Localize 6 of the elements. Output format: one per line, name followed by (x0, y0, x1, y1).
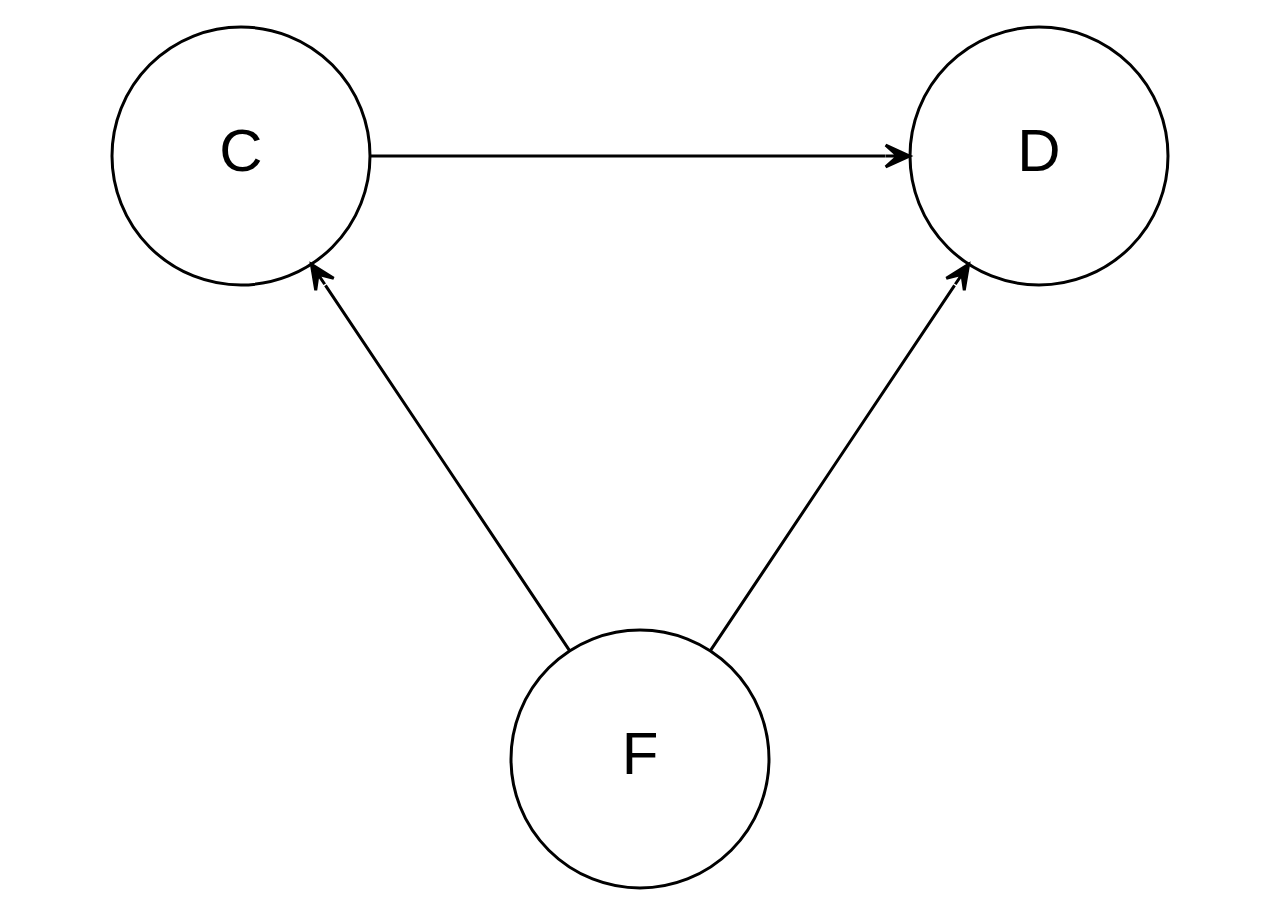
arrow (709, 262, 971, 652)
node-circle: D (908, 25, 1170, 287)
arrow (309, 262, 571, 652)
node-circle: F (509, 628, 771, 890)
node-circle: C (110, 25, 372, 287)
arrow (370, 143, 912, 169)
